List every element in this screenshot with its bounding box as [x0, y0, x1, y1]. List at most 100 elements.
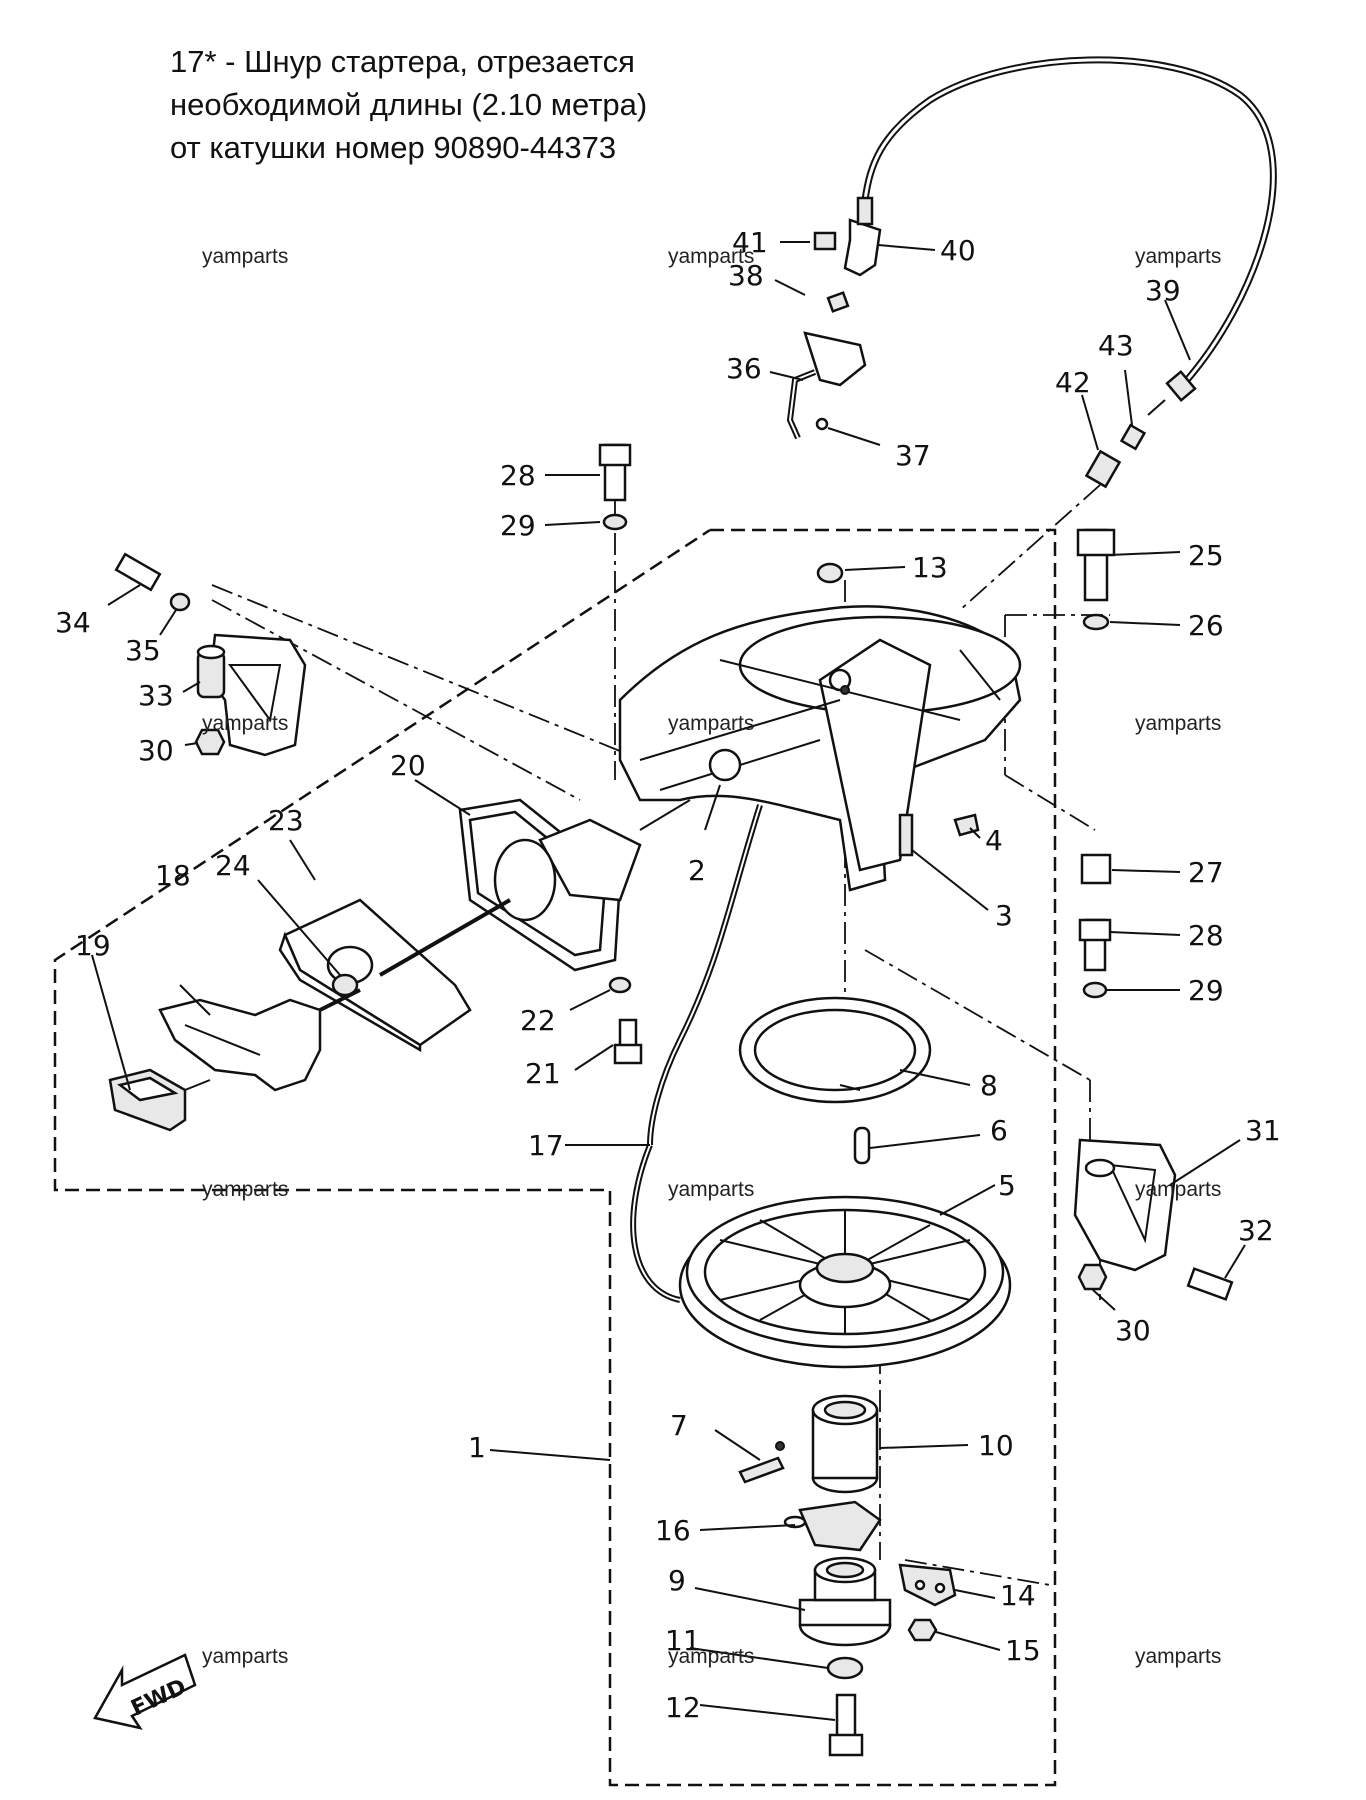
starter-case	[618, 605, 1022, 892]
nut-13	[816, 562, 844, 584]
watermark: yamparts	[202, 1178, 289, 1201]
bracket-33	[196, 633, 307, 757]
label-33: 33	[138, 679, 174, 712]
label-18: 18	[155, 859, 191, 892]
label-36: 36	[726, 352, 762, 385]
watermark: yamparts	[202, 712, 289, 735]
washer-29-lower	[1082, 981, 1108, 999]
pin-37	[815, 417, 829, 431]
watermark: yamparts	[202, 1645, 289, 1668]
bolt-12	[835, 1693, 857, 1742]
starter-cable	[861, 56, 1277, 391]
label-12: 12	[665, 1691, 701, 1724]
label-28-lower: 28	[1188, 919, 1224, 952]
label-14: 14	[1000, 1579, 1036, 1612]
label-31: 31	[1245, 1114, 1281, 1147]
label-43: 43	[1098, 329, 1134, 362]
handle-18	[158, 998, 322, 1092]
label-10: 10	[978, 1429, 1014, 1462]
label-7: 7	[670, 1409, 688, 1442]
starter-cord-note: 17* - Шнур стартера, отрезается необходи…	[170, 40, 790, 169]
cable-bracket	[843, 218, 882, 277]
washer-22	[608, 976, 632, 994]
note-line-3: от катушки номер 90890-44373	[170, 130, 617, 165]
watermark: yamparts	[668, 1178, 755, 1201]
watermark: yamparts	[202, 245, 289, 268]
washer-29-upper	[602, 513, 628, 531]
pin-3	[898, 813, 914, 857]
fwd-arrow-icon: FWD	[93, 1653, 197, 1730]
label-28-upper: 28	[500, 459, 536, 492]
watermark: yamparts	[1135, 1178, 1222, 1201]
label-27: 27	[1188, 856, 1224, 889]
label-5: 5	[998, 1169, 1016, 1202]
note-line-2: необходимой длины (2.10 метра)	[170, 87, 648, 122]
label-30-right: 30	[1115, 1314, 1151, 1347]
label-38: 38	[728, 259, 764, 292]
watermark: yamparts	[668, 1645, 755, 1668]
label-11: 11	[665, 1624, 701, 1657]
washer-24	[331, 973, 359, 997]
nut-43	[1119, 423, 1147, 451]
label-13: 13	[912, 551, 948, 584]
pulley-5	[678, 1195, 1012, 1369]
label-6: 6	[990, 1114, 1008, 1147]
label-39: 39	[1145, 274, 1181, 307]
pin-6	[853, 1126, 871, 1165]
label-41: 41	[732, 226, 768, 259]
label-37: 37	[895, 439, 931, 472]
label-15: 15	[1005, 1634, 1041, 1667]
watermark: yamparts	[668, 245, 755, 268]
pawl-14	[898, 1563, 957, 1607]
bolt-32	[1186, 1267, 1234, 1301]
joint-42	[1084, 449, 1122, 489]
watermark: yamparts	[1135, 1645, 1222, 1668]
drive-10	[811, 1394, 879, 1494]
label-19: 19	[75, 929, 111, 962]
bracket-31	[1073, 1138, 1177, 1272]
label-25: 25	[1188, 539, 1224, 572]
lever-38	[803, 331, 867, 387]
label-2: 2	[688, 854, 706, 887]
label-40: 40	[940, 234, 976, 267]
label-9: 9	[668, 1564, 686, 1597]
bolt-41	[813, 231, 837, 251]
label-8: 8	[980, 1069, 998, 1102]
watermark: yamparts	[1135, 245, 1222, 268]
label-22: 22	[520, 1004, 556, 1037]
label-29-lower: 29	[1188, 974, 1224, 1007]
label-29-upper: 29	[500, 509, 536, 542]
label-1: 1	[468, 1431, 486, 1464]
label-42: 42	[1055, 366, 1091, 399]
washer-11	[826, 1656, 864, 1680]
part-labels: 41 40 38 36 37 39 43 42 28 29 13 25 26 2…	[55, 226, 1281, 1724]
ratchet-plate-16	[798, 1500, 882, 1552]
label-32: 32	[1238, 1214, 1274, 1247]
label-30-left: 30	[138, 734, 174, 767]
washer-26	[1082, 613, 1110, 631]
watermark: yamparts	[668, 712, 755, 735]
label-16: 16	[655, 1514, 691, 1547]
spring-link-7	[738, 1456, 785, 1484]
bushing-9	[798, 1556, 892, 1647]
label-4: 4	[985, 824, 1003, 857]
nut-15	[907, 1618, 938, 1642]
label-23: 23	[268, 804, 304, 837]
washer-35	[169, 592, 191, 612]
nut-30-right	[1077, 1263, 1108, 1291]
collar-27	[1080, 853, 1112, 885]
label-21: 21	[525, 1057, 561, 1090]
label-24: 24	[215, 849, 251, 882]
label-34: 34	[55, 606, 91, 639]
label-17: 17	[528, 1129, 564, 1162]
label-20: 20	[390, 749, 426, 782]
nut-30-left	[194, 728, 226, 756]
label-3: 3	[995, 899, 1013, 932]
assembly-boundary	[53, 528, 1057, 1787]
watermark: yamparts	[1135, 712, 1222, 735]
label-26: 26	[1188, 609, 1224, 642]
bolt-34	[114, 552, 162, 592]
label-35: 35	[125, 634, 161, 667]
note-line-1: 17* - Шнур стартера, отрезается	[170, 44, 635, 79]
